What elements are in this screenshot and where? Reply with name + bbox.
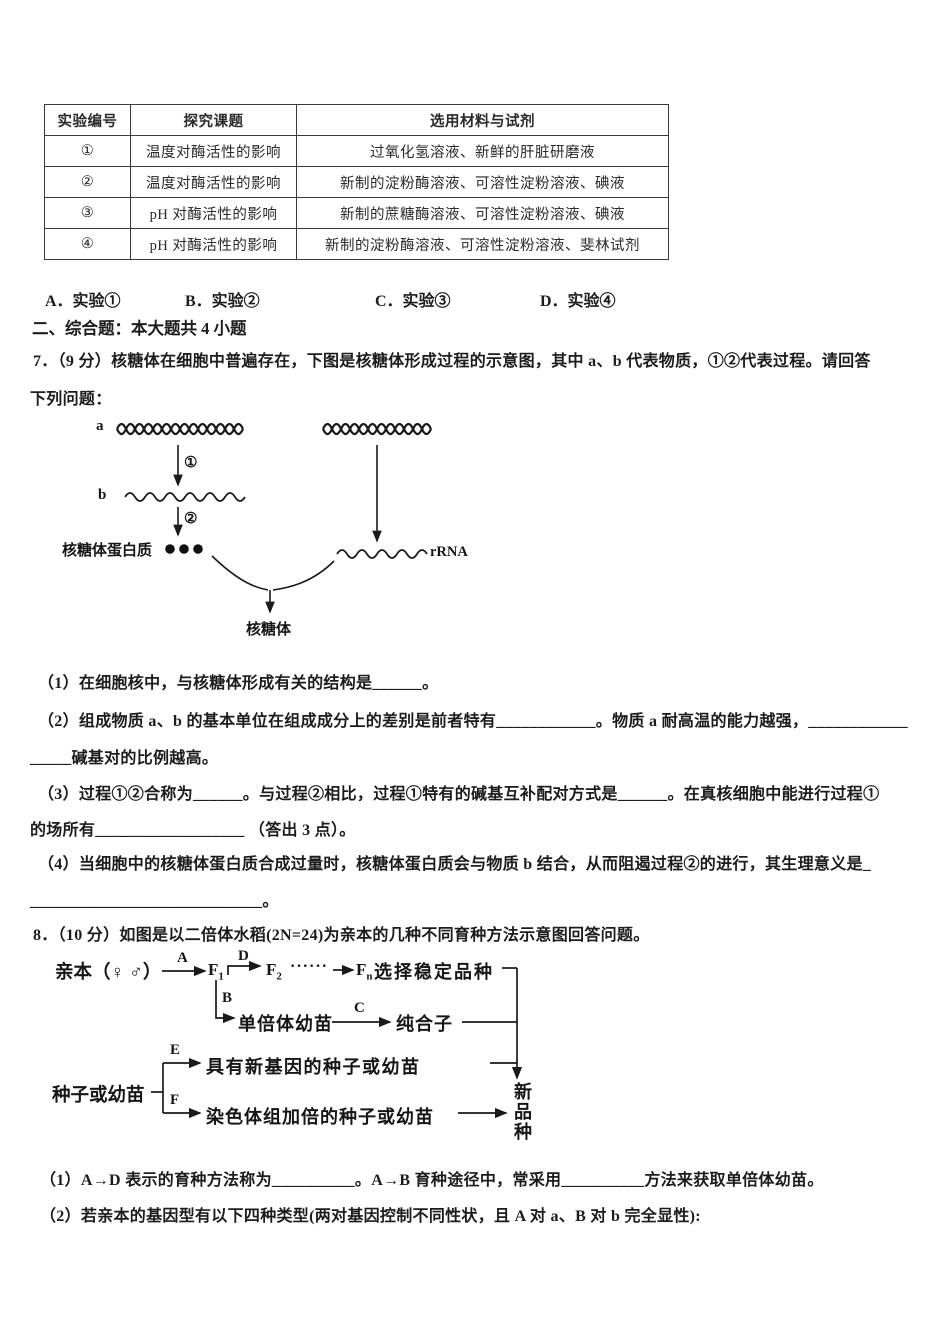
table-header-row: 实验编号 探究课题 选用材料与试剂 [44,104,669,136]
protein-dots-icon [165,544,203,554]
label-substance-b: b [98,487,107,503]
label-homozygote: 纯合子 [396,1014,453,1034]
cell-materials: 新制的蔗糖酶溶液、可溶性淀粉溶液、碘液 [296,197,669,229]
cell-topic: pH 对酶活性的影响 [130,197,297,229]
q7-stem-line1: 7．（9 分）核糖体在细胞中普遍存在，下图是核糖体形成过程的示意图，其中 a、b… [33,353,871,370]
q7-stem-line2: 下列问题： [30,391,112,408]
cell-topic: 温度对酶活性的影响 [130,135,297,167]
col-header-topic: 探究课题 [130,104,297,136]
arrow-B [215,980,236,1024]
q7-sub4-line1: （4）当细胞中的核糖体蛋白质合成过量时，核糖体蛋白质会与物质 b 结合，从而阻遏… [38,856,872,873]
q7-ribosome-diagram: a ① b ② 核糖体蛋白质 rRNA 核糖体 [60,415,560,650]
dna-helix-a-icon [115,422,245,436]
q7-diagram-lines [115,422,433,614]
q8-sub2: （2）若亲本的基因型有以下四种类型(两对基因控制不同性状，且 A 对 a、B 对… [40,1208,701,1225]
label-F: F [170,1092,180,1108]
label-A: A [177,950,188,966]
cell-exp-no: ③ [44,197,131,229]
rrna-wave-icon [336,549,428,559]
q8-breeding-diagram: 亲本（♀ ♂） A F1 D F2 ······ Fn 选择稳定品种 B 单倍体… [50,948,630,1160]
label-parents: 亲本（♀ ♂） [55,963,162,983]
experiment-table: 实验编号 探究课题 选用材料与试剂 ① 温度对酶活性的影响 过氧化氢溶液、新鲜的… [44,104,669,260]
q8-stem: 8．（10 分）如图是以二倍体水稻(2N=24)为亲本的几种不同育种方法示意图回… [33,927,650,944]
label-ribosome: 核糖体 [246,622,292,638]
col-header-materials: 选用材料与试剂 [296,104,669,136]
q7-sub1: （1）在细胞核中，与核糖体形成有关的结构是______。 [38,675,439,692]
label-f2: F2 [266,960,282,982]
choice-d: D．实验④ [540,293,616,310]
table-row: ④ pH 对酶活性的影响 新制的淀粉酶溶液、可溶性淀粉溶液、斐林试剂 [44,228,669,260]
label-D: D [238,948,249,964]
label-new-gene-seed: 具有新基因的种子或幼苗 [206,1057,421,1077]
label-process-1: ① [184,455,198,471]
label-seed-or-seedling: 种子或幼苗 [52,1086,145,1106]
label-E: E [170,1042,181,1058]
arrow-D [227,960,262,975]
f2-base: F [266,960,277,979]
label-C: C [354,1000,365,1016]
q7-sub2-line2: _____碱基对的比例越高。 [30,750,219,767]
choice-b: B．实验② [185,293,260,310]
label-process-2: ② [184,511,198,527]
cell-exp-no: ① [44,135,131,167]
table-row: ② 温度对酶活性的影响 新制的淀粉酶溶液、可溶性淀粉溶液、碘液 [44,166,669,198]
label-substance-a: a [96,418,104,434]
table-row: ① 温度对酶活性的影响 过氧化氢溶液、新鲜的肝脏研磨液 [44,135,669,167]
label-new-variety: 新品种 [512,1082,532,1142]
cell-topic: 温度对酶活性的影响 [130,166,297,198]
dna-helix-right-icon [321,422,433,436]
label-rrna: rRNA [430,544,468,560]
label-ribosomal-protein: 核糖体蛋白质 [62,543,153,559]
converge-left-curve [211,555,269,591]
section-header: 二、综合题：本大题共 4 小题 [32,319,247,338]
f1-sub: 1 [218,970,224,983]
q8-sub1: （1）A→D 表示的育种方法称为__________。A→B 育种途径中，常采用… [40,1172,824,1189]
label-select-stable: 选择稳定品种 [374,962,494,982]
fn-base: F [356,960,367,979]
cell-exp-no: ④ [44,228,131,260]
cell-materials: 过氧化氢溶液、新鲜的肝脏研磨液 [296,135,669,167]
f1-base: F [208,960,219,979]
q7-sub3-line1: （3）过程①②合称为______。与过程②相比，过程①特有的碱基互补配对方式是_… [38,786,880,803]
q8-diagram-lines [151,960,523,1119]
choice-a: A．实验① [45,293,121,310]
cell-materials: 新制的淀粉酶溶液、可溶性淀粉溶液、碘液 [296,166,669,198]
label-B: B [222,990,233,1006]
f2-sub: 2 [276,970,282,983]
label-haploid-seedling: 单倍体幼苗 [238,1014,333,1034]
label-fn: Fn [356,960,373,982]
cell-exp-no: ② [44,166,131,198]
table-row: ③ pH 对酶活性的影响 新制的蔗糖酶溶液、可溶性淀粉溶液、碘液 [44,197,669,229]
cell-topic: pH 对酶活性的影响 [130,228,297,260]
q7-sub4-line2: ____________________________。 [30,893,279,910]
mrna-wave-icon [124,492,246,502]
q7-sub2-line1: （2）组成物质 a、b 的基本单位在组成成分上的差别是前者特有_________… [38,713,908,730]
choice-c: C．实验③ [375,293,451,310]
label-dots: ······ [290,958,329,975]
cell-materials: 新制的淀粉酶溶液、可溶性淀粉溶液、斐林试剂 [296,228,669,260]
col-header-experiment-no: 实验编号 [44,104,131,136]
label-f1: F1 [208,960,224,982]
label-doubled-seed: 染色体组加倍的种子或幼苗 [206,1107,434,1127]
q7-sub3-line2: 的场所有__________________ （答出 3 点）。 [30,822,356,839]
fn-sub: n [366,970,373,983]
converge-right-curve [272,560,335,591]
